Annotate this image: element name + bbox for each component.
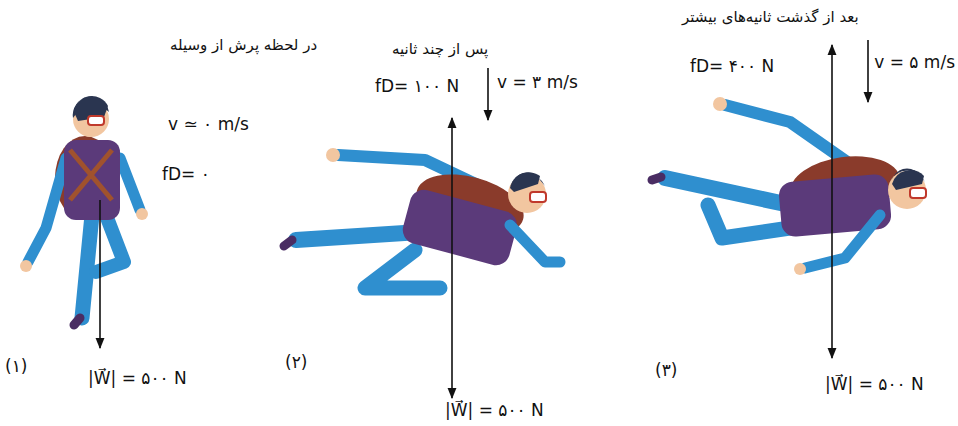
skydiver-1 — [20, 96, 148, 325]
velocity-arrow — [867, 40, 869, 102]
callout-number: (۲) — [285, 352, 307, 372]
velocity-label: v ≃ ۰ m/s — [168, 114, 249, 134]
weight-arrow — [451, 225, 453, 398]
velocity-label: v = ۳ m/s — [497, 72, 578, 92]
drag-force-label: fD= ۴۰۰ N — [690, 56, 774, 76]
weight-arrow — [99, 200, 101, 348]
panel-title: بعد از گذشت ثانیه‌های بیشتر — [682, 8, 859, 26]
panel-title: پس از چند ثانیه — [392, 40, 488, 58]
weight-label: |W⃗| = ۵۰۰ N — [445, 400, 544, 420]
weight-arrow — [831, 220, 833, 358]
velocity-label: v = ۵ m/s — [874, 52, 955, 72]
weight-label: |W⃗| = ۵۰۰ N — [88, 368, 187, 388]
callout-number: (۱) — [5, 356, 27, 376]
skydiver-3 — [652, 97, 926, 275]
drag-arrow — [831, 45, 833, 220]
weight-label: |W⃗| = ۵۰۰ N — [825, 374, 924, 394]
callout-number: (۳) — [655, 360, 677, 380]
skydiver-2 — [284, 148, 560, 288]
panel-title: در لحظه پرش از وسیله — [170, 36, 317, 54]
drag-arrow — [451, 118, 453, 225]
drag-force-label: fD= ۱۰۰ N — [375, 76, 459, 96]
drag-force-label: fD= ۰ — [162, 164, 210, 184]
velocity-arrow — [487, 68, 489, 120]
